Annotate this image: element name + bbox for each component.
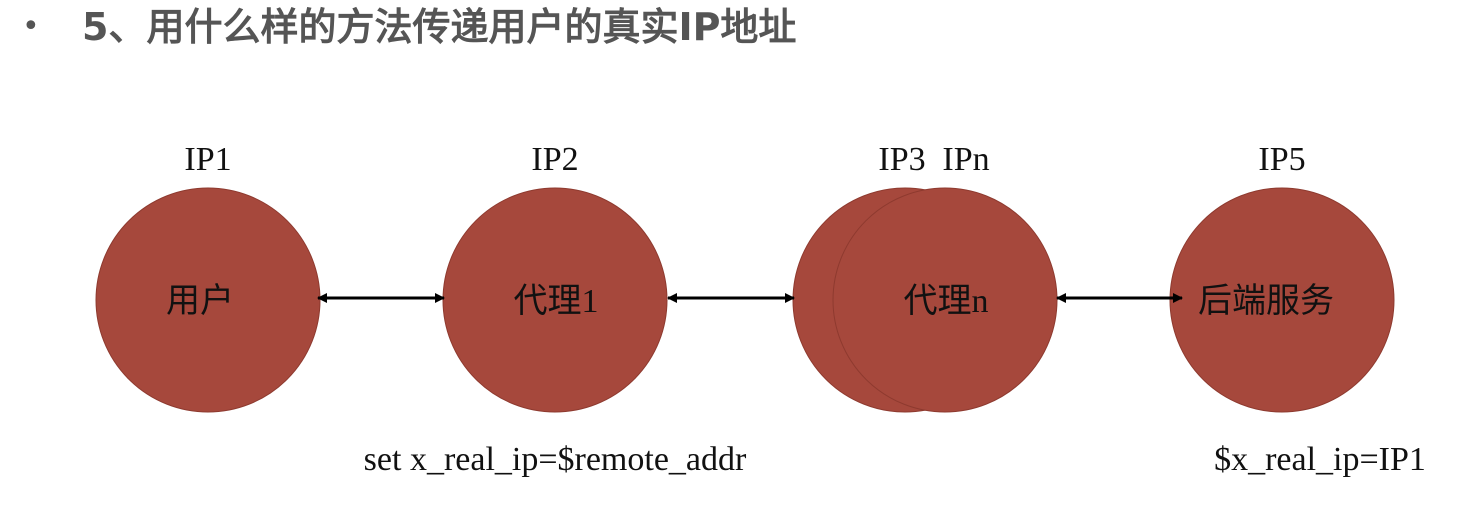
ip-label-backend: IP5 (1258, 141, 1305, 178)
note-proxy1: set x_real_ip=$remote_addr (364, 441, 747, 478)
ip-label-proxy1: IP2 (531, 141, 578, 178)
ip-label-user: IP1 (184, 141, 231, 178)
ip-label-proxyn: IPn (942, 141, 989, 178)
node-label-backend: 后端服务 (1198, 282, 1334, 320)
ip-label-proxy-back: IP3 (878, 141, 925, 178)
node-label-proxyn: 代理n (904, 283, 989, 320)
note-backend: $x_real_ip=IP1 (1214, 441, 1426, 478)
slide-title: 5、用什么样的方法传递用户的真实IP地址 (82, 5, 797, 49)
bullet-marker: • (22, 9, 40, 44)
node-label-user: 用户 (166, 282, 234, 320)
node-label-proxy1: 代理1 (514, 283, 599, 320)
